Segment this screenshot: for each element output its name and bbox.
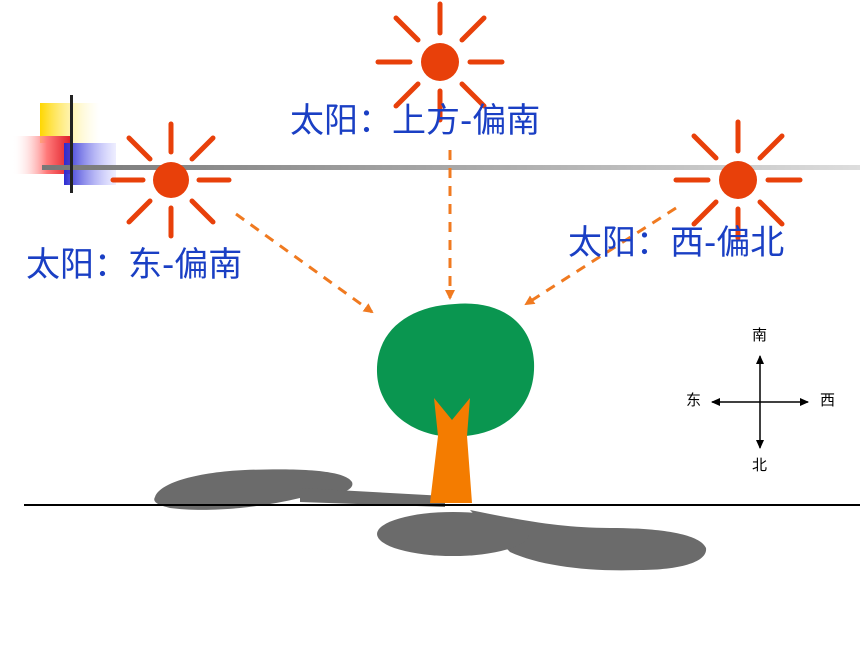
tree-shadows: [154, 469, 707, 571]
tree-crown: [376, 303, 535, 437]
shadow-east: [470, 510, 707, 571]
sun-icon: [673, 119, 803, 241]
shadow-west: [154, 469, 353, 510]
compass-label-south: 南: [752, 326, 768, 344]
shadow-below: [377, 512, 529, 556]
slide-decoration: [12, 95, 860, 193]
label-sun-top: 太阳：上方-偏南: [290, 101, 541, 141]
compass-icon: [711, 355, 809, 449]
label-sun-left: 太阳：东-偏南: [26, 245, 243, 285]
sunray-arrow-right: [524, 206, 677, 306]
sun-icon: [110, 121, 232, 239]
compass-label-east: 东: [686, 391, 702, 409]
sun-icon: [375, 1, 505, 123]
tree-trunk: [430, 398, 472, 503]
compass-label-north: 北: [752, 456, 768, 474]
shadow-west-stem: [300, 488, 445, 507]
compass-label-west: 西: [820, 391, 836, 409]
tree-icon: [376, 303, 535, 503]
label-sun-right: 太阳：西-偏北: [568, 223, 785, 263]
sunray-arrow-left: [235, 212, 374, 314]
